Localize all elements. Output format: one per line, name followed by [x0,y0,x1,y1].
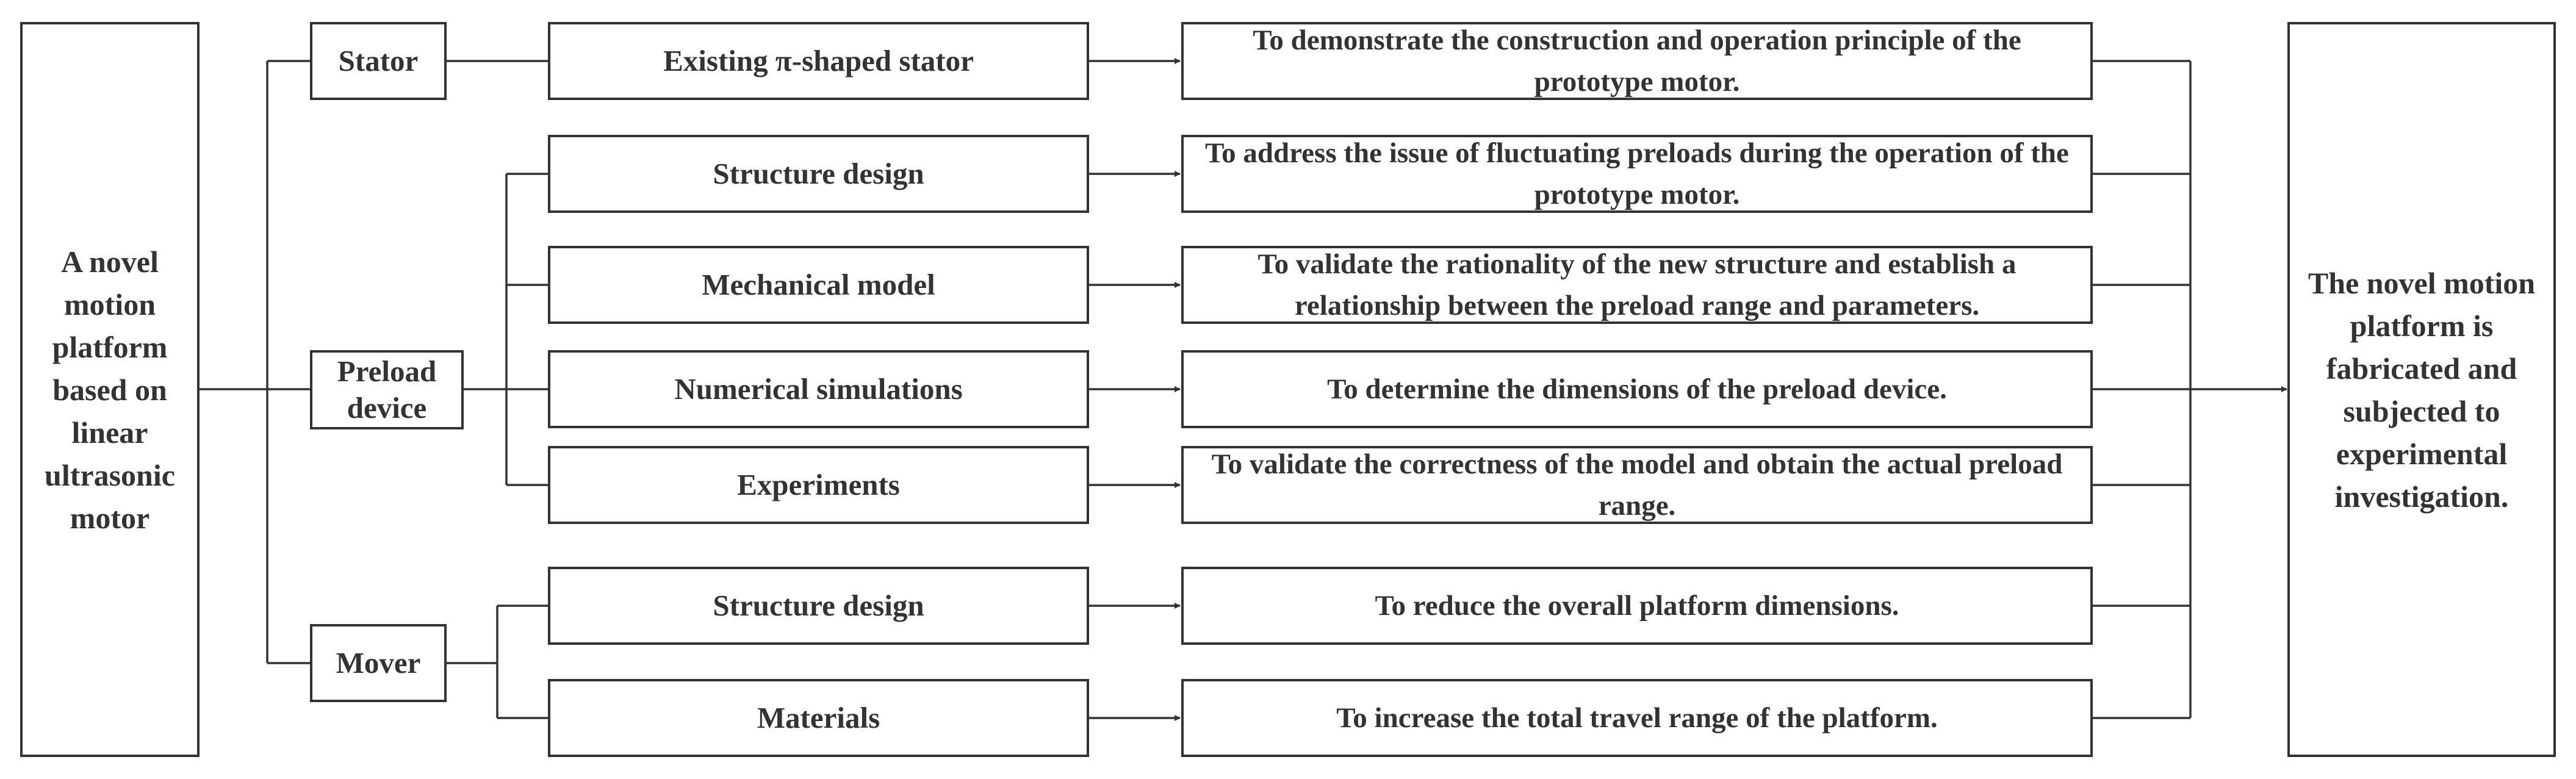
goal-text: To reduce the overall platform dimension… [1375,590,1899,622]
task-label: Existing π-shaped stator [663,44,974,77]
input-box: A novel motion platform based on linear … [20,22,200,757]
category-preload-label: Preload device [337,354,437,425]
task-label: Structure design [713,157,924,190]
goal-box: To determine the dimensions of the prelo… [1181,350,2093,428]
goal-box: To validate the correctness of the model… [1181,446,2093,524]
goal-box: To validate the rationality of the new s… [1181,246,2093,324]
category-stator: Stator [310,22,447,100]
category-mover: Mover [310,624,447,702]
goal-text: To validate the rationality of the new s… [1257,248,2017,321]
goal-text: To validate the correctness of the model… [1211,448,2063,522]
task-label: Experiments [737,468,900,501]
category-preload: Preload device [310,350,464,429]
category-stator-label: Stator [338,44,419,77]
task-box: Existing π-shaped stator [548,22,1089,100]
goal-text: To address the issue of fluctuating prel… [1205,137,2069,210]
task-label: Mechanical model [702,268,935,301]
task-label: Materials [757,701,880,734]
goal-text: To demonstrate the construction and oper… [1253,24,2021,98]
category-mover-label: Mover [336,646,421,680]
goal-box: To increase the total travel range of th… [1181,679,2093,757]
input-text: A novel motion platform based on linear … [45,244,175,535]
task-label: Structure design [713,589,924,622]
goal-box: To demonstrate the construction and oper… [1181,22,2093,100]
goal-text: To increase the total travel range of th… [1336,702,1938,734]
output-box: The novel motion platform is fabricated … [2287,22,2556,757]
task-box: Structure design [548,135,1089,213]
goal-text: To determine the dimensions of the prelo… [1327,373,1947,405]
task-label: Numerical simulations [674,372,963,406]
task-box: Mechanical model [548,246,1089,324]
task-box: Numerical simulations [548,350,1089,428]
task-box: Experiments [548,446,1089,524]
goal-box: To reduce the overall platform dimension… [1181,567,2093,645]
output-text: The novel motion platform is fabricated … [2308,265,2536,514]
task-box: Materials [548,679,1089,757]
goal-box: To address the issue of fluctuating prel… [1181,135,2093,213]
task-box: Structure design [548,567,1089,645]
